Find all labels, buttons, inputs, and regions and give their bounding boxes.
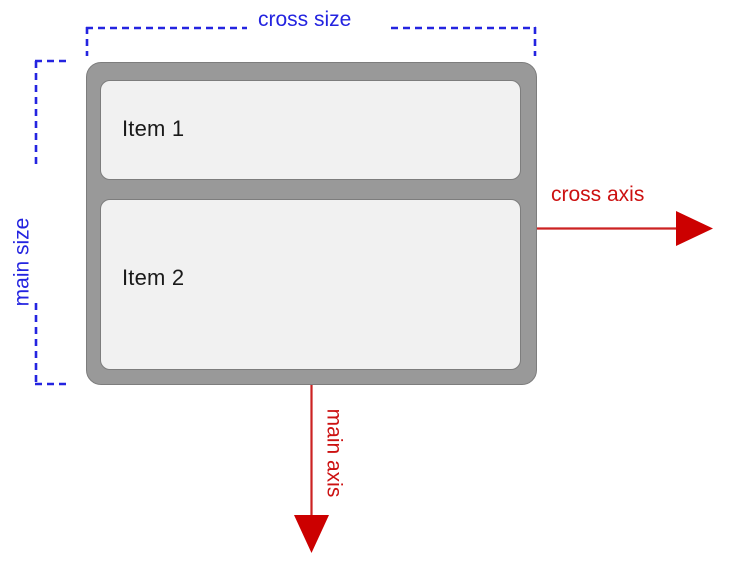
flex-item-1: Item 1 bbox=[100, 80, 521, 180]
cross-axis-label: cross axis bbox=[551, 183, 645, 206]
flex-item-2: Item 2 bbox=[100, 198, 521, 370]
cross-size-bracket bbox=[85, 26, 537, 56]
main-axis-arrowhead bbox=[294, 515, 329, 553]
cross-size-label: cross size bbox=[258, 8, 352, 31]
main-axis-label: main axis bbox=[322, 408, 346, 498]
cross-axis-arrowhead bbox=[676, 211, 713, 246]
main-size-bracket bbox=[34, 59, 66, 386]
flex-item-1-label: Item 1 bbox=[122, 115, 185, 141]
flex-container: Item 1 Item 2 bbox=[86, 62, 537, 385]
main-size-label: main size bbox=[10, 217, 34, 307]
flex-item-2-label: Item 2 bbox=[122, 265, 185, 291]
